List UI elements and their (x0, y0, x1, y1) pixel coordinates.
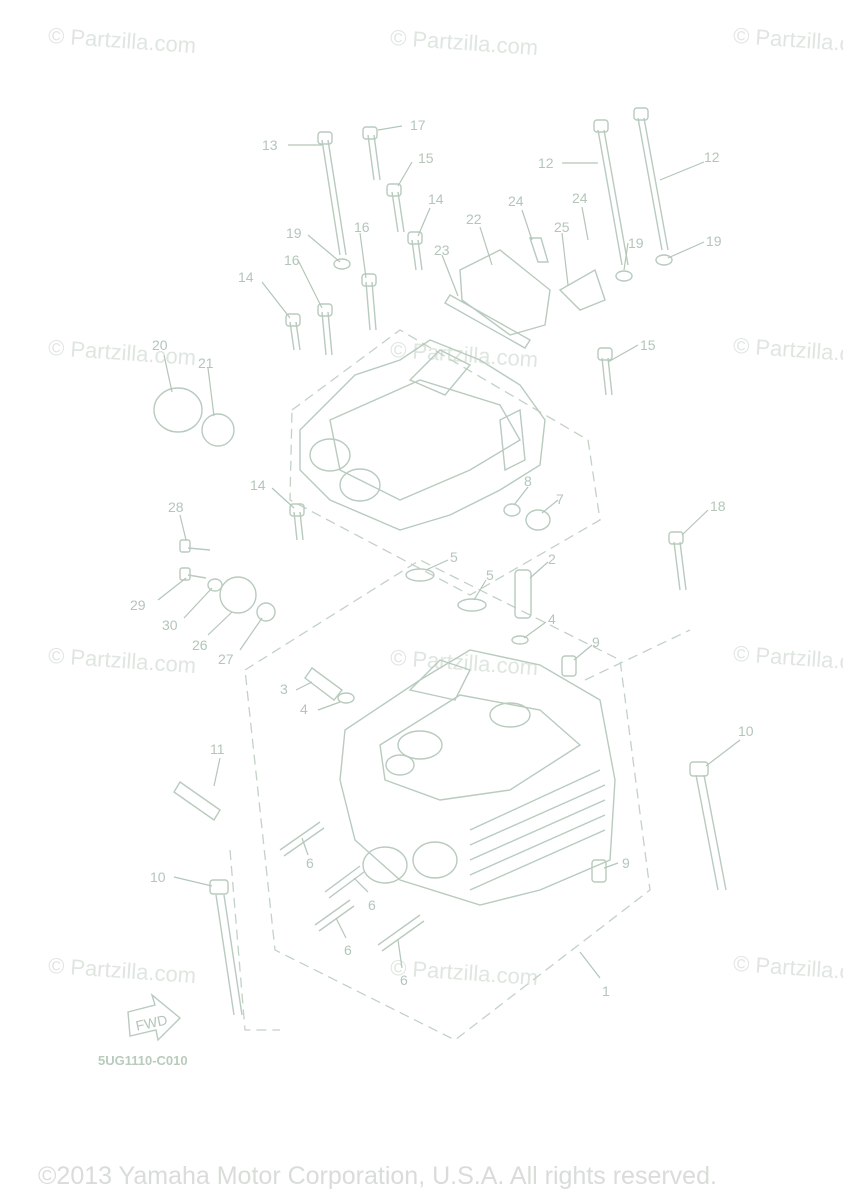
callout-number: 4 (300, 701, 308, 717)
head-cover (299, 339, 546, 531)
callout-number: 27 (218, 651, 234, 667)
small-parts (153, 237, 673, 883)
bolt-set (209, 107, 727, 1016)
callout-number: 24 (572, 190, 588, 206)
callout-numbers: 13 17 15 12 12 14 24 24 22 25 19 19 19 1… (130, 117, 754, 999)
callout-number: 19 (706, 233, 722, 249)
callout-number: 1 (602, 983, 610, 999)
callout-number: 6 (306, 855, 314, 871)
callout-number: 18 (710, 498, 726, 514)
callout-number: 13 (262, 137, 278, 153)
diagram-code: 5UG1110-C010 (98, 1053, 188, 1068)
callout-number: 15 (418, 150, 434, 166)
callout-number: 8 (524, 473, 532, 489)
callout-number: 7 (556, 491, 564, 507)
forward-arrow: FWD (127, 993, 182, 1042)
callout-number: 21 (198, 355, 214, 371)
callout-number: 28 (168, 499, 184, 515)
callout-number: 23 (434, 242, 450, 258)
callout-number: 14 (428, 191, 444, 207)
leader-lines (157, 125, 741, 979)
cylinder-head (339, 649, 616, 906)
callout-number: 5 (486, 567, 494, 583)
callout-number: 14 (238, 269, 254, 285)
callout-number: 20 (152, 337, 168, 353)
callout-number: 11 (210, 741, 225, 757)
callout-number: 24 (508, 193, 524, 209)
callout-number: 12 (538, 155, 554, 171)
callout-number: 6 (368, 897, 376, 913)
callout-number: 5 (450, 549, 458, 565)
callout-number: 4 (548, 611, 556, 627)
callout-number: 15 (640, 337, 656, 353)
fwd-label: FWD (134, 1011, 169, 1033)
callout-number: 22 (466, 211, 482, 227)
callout-number: 16 (354, 219, 370, 235)
callout-number: 3 (280, 681, 288, 697)
callout-number: 17 (410, 117, 426, 133)
callout-number: 6 (344, 942, 352, 958)
callout-number: 9 (592, 634, 600, 650)
callout-number: 29 (130, 597, 146, 613)
callout-number: 30 (162, 617, 178, 633)
callout-number: 25 (554, 219, 570, 235)
copyright-notice: ©2013 Yamaha Motor Corporation, U.S.A. A… (38, 1162, 717, 1190)
callout-number: 26 (192, 637, 208, 653)
callout-number: 19 (628, 235, 644, 251)
callout-number: 19 (286, 225, 302, 241)
callout-number: 16 (284, 252, 300, 268)
callout-number: 10 (150, 869, 166, 885)
callout-number: 2 (548, 551, 556, 567)
callout-number: 9 (622, 855, 630, 871)
callout-number: 12 (704, 149, 720, 165)
callout-number: 6 (400, 972, 408, 988)
callout-number: 14 (250, 477, 266, 493)
callout-number: 10 (738, 723, 754, 739)
